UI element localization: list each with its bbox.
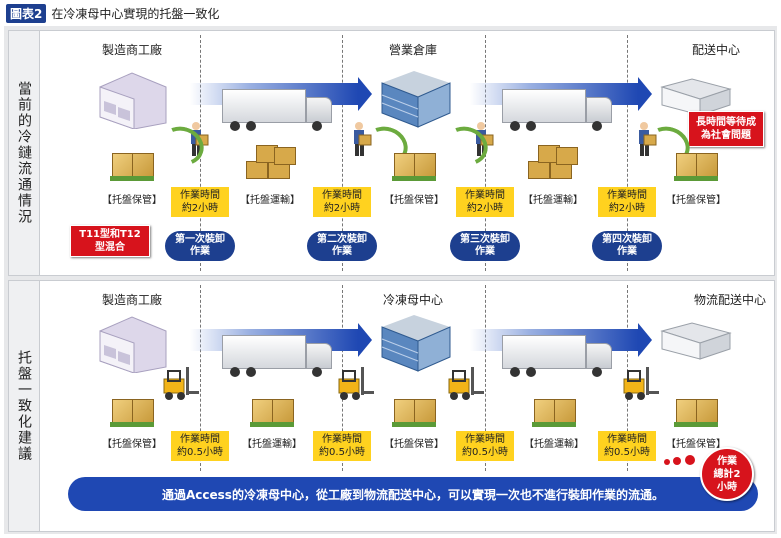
handling-step-badge: 第一次裝卸作業 [165,231,235,261]
pallet-icon [674,153,718,181]
bubble-dot [673,457,681,465]
divider [627,35,628,271]
truck-icon [502,89,612,131]
pallet-storage-label: 【托盤保管】 [102,195,162,206]
forklift-icon [338,367,374,400]
work-time-badge: 作業時間約0.5小時 [171,431,229,461]
pallet-icon [392,153,436,181]
forklift-icon [623,367,659,400]
pallet-unification-panel: 托盤一致化建議 製造商工廠 冷凍母中心 物流配送中心 [8,280,775,532]
frozen-hub-building-icon [381,315,451,372]
logistics-building-icon [660,322,732,360]
pallet-storage-label: 【托盤保管】 [666,439,726,450]
site-factory: 製造商工廠 [101,43,163,57]
factory-building-icon [99,72,167,129]
site-distribution-center: 配送中心 [691,43,741,57]
work-time-badge: 作業時間約0.5小時 [456,431,514,461]
pallet-icon [250,399,294,427]
truck-icon [222,89,332,131]
bubble-dot [685,455,695,465]
diagram-frame: 當前的冷鏈流通情況 製造商工廠 營業倉庫 配送中心 [4,26,777,534]
work-time-badge: 作業時間約0.5小時 [313,431,371,461]
handling-step-badge: 第二次裝卸作業 [307,231,377,261]
work-time-badge: 作業時間約2小時 [456,187,514,217]
site-warehouse: 營業倉庫 [388,43,438,57]
pallet-storage-label: 【托盤保管】 [102,439,162,450]
handling-step-badge: 第四次裝卸作業 [592,231,662,261]
divider [342,35,343,271]
site-frozen-hub: 冷凍母中心 [382,293,444,307]
figure-title: 在冷凍母中心實現的托盤一致化 [51,6,220,21]
bubble-dot [664,459,670,465]
pallet-icon [110,153,154,181]
warehouse-building-icon [381,71,451,128]
pallet-storage-label: 【托盤保管】 [384,195,444,206]
loose-cartons-icon [528,143,578,183]
pallet-icon [674,399,718,427]
pallet-icon [532,399,576,427]
site-factory: 製造商工廠 [101,293,163,307]
handling-step-badge: 第三次裝卸作業 [450,231,520,261]
worker-carrying-box-icon [639,122,657,156]
figure-header: 圖表2 在冷凍母中心實現的托盤一致化 [6,3,220,23]
pallet-storage-label: 【托盤保管】 [384,439,444,450]
distribution-building-icon [660,78,732,116]
worker-carrying-box-icon [191,122,209,156]
work-time-badge: 作業時間約0.5小時 [598,431,656,461]
loose-cartons-icon [246,143,296,183]
divider [485,285,486,471]
work-time-badge: 作業時間約2小時 [313,187,371,217]
site-logistics-center: 物流配送中心 [693,293,767,307]
current-situation-panel: 當前的冷鏈流通情況 製造商工廠 營業倉庫 配送中心 [8,30,775,276]
pallet-icon [110,399,154,427]
pallet-icon [392,399,436,427]
worker-carrying-box-icon [476,122,494,156]
summary-banner: 通過Access的冷凍母中心，從工廠到物流配送中心，可以實現一次也不進行裝卸作業… [68,477,758,511]
pallet-transport-label: 【托盤運輸】 [242,439,302,450]
waiting-problem-callout: 長時間等待成為社會問題 [688,111,764,147]
pallet-transport-label: 【托盤運輸】 [240,195,300,206]
work-time-badge: 作業時間約2小時 [171,187,229,217]
truck-icon [222,335,332,377]
work-time-badge: 作業時間約2小時 [598,187,656,217]
worker-carrying-box-icon [354,122,372,156]
truck-icon [502,335,612,377]
current-content: 製造商工廠 營業倉庫 配送中心 [40,31,774,275]
factory-building-icon [99,316,167,373]
proposal-side-label: 托盤一致化建議 [9,281,40,531]
proposal-content: 製造商工廠 冷凍母中心 物流配送中心 [40,281,774,531]
forklift-icon [163,367,199,400]
forklift-icon [448,367,484,400]
pallet-transport-label: 【托盤運輸】 [523,195,583,206]
current-side-label: 當前的冷鏈流通情況 [9,31,40,275]
pallet-storage-label: 【托盤保管】 [666,195,726,206]
figure-label: 圖表2 [6,3,47,23]
divider [200,285,201,471]
pallet-transport-label: 【托盤運輸】 [524,439,584,450]
